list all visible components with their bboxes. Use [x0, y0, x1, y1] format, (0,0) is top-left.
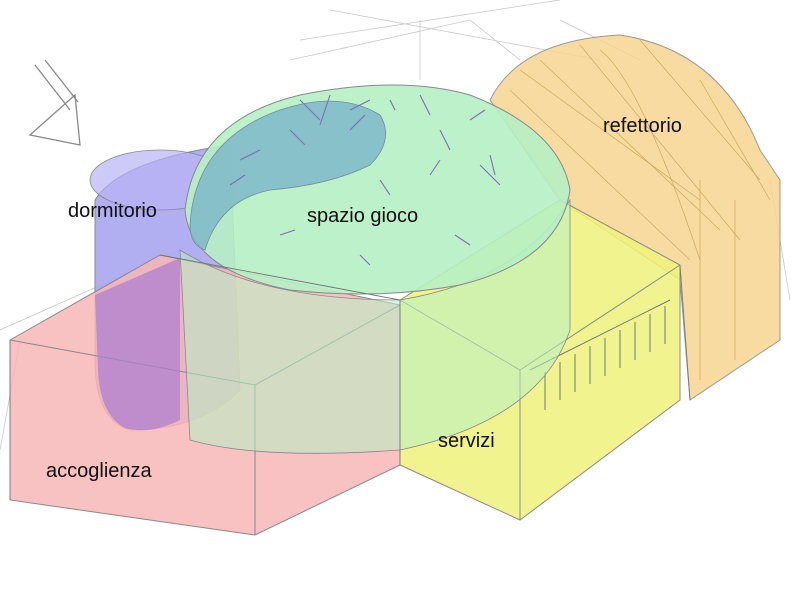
spazio-gioco-dome — [184, 84, 571, 295]
label-refettorio: refettorio — [603, 115, 682, 137]
label-servizi: servizi — [438, 430, 495, 452]
label-dormitorio: dormitorio — [68, 200, 157, 222]
label-accoglienza: accoglienza — [46, 460, 152, 482]
overlap-dormitorio-accoglienza — [95, 258, 180, 431]
label-spazio-gioco: spazio gioco — [307, 205, 419, 227]
entrance-arrow-icon — [28, 59, 81, 146]
outline-strokes — [9, 254, 691, 500]
spazio-gioco-body — [179, 198, 571, 454]
refettorio-volume — [489, 34, 781, 401]
